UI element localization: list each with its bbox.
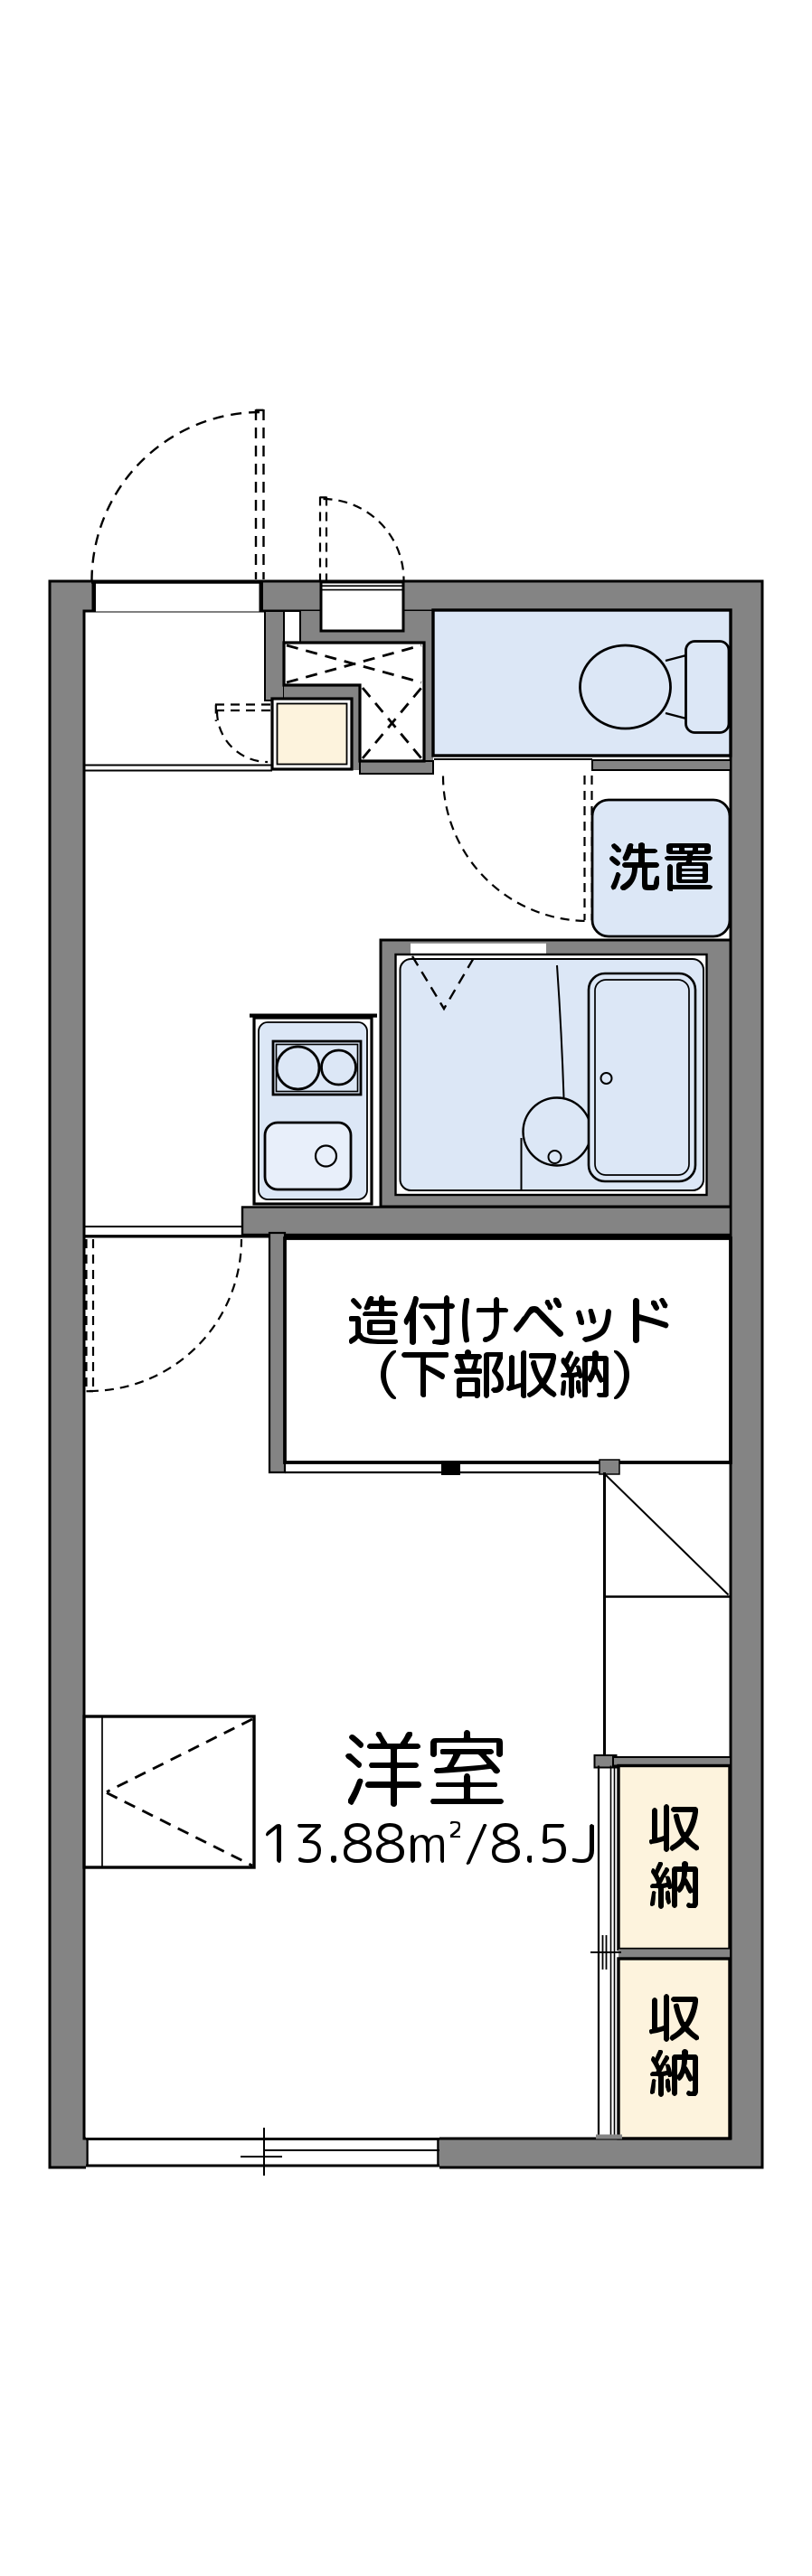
stove-icon	[271, 1039, 363, 1096]
entrance-jamb-left	[91, 581, 96, 612]
toilet-wall-stub	[591, 759, 732, 771]
room-area-label	[266, 1821, 594, 1865]
window-left-box	[82, 1715, 256, 1869]
storage-divider	[618, 1949, 730, 1959]
shoe-cabinet	[270, 697, 354, 771]
bed-wall-strip	[268, 1231, 287, 1474]
entrance-door-swing	[90, 409, 265, 580]
storage-bottom-box	[617, 1957, 732, 2140]
storage-top-box	[617, 1763, 732, 1951]
bed-label-line2	[381, 1349, 629, 1399]
utility-recess	[319, 580, 405, 633]
storage-sliding-doors	[590, 1765, 622, 2139]
laundry-label	[609, 842, 713, 891]
pipe-space-closet	[282, 641, 426, 763]
bed-label-line1	[349, 1295, 669, 1345]
entrance-opening	[94, 583, 260, 612]
shoe-cabinet-door-swing	[214, 703, 270, 764]
closet-tall	[603, 1472, 731, 1754]
bathtub-icon	[587, 972, 697, 1183]
window-bottom	[86, 2128, 439, 2176]
entrance-jamb-right	[259, 581, 263, 612]
room-door-swing	[85, 1238, 243, 1393]
room-name-label	[345, 1730, 504, 1807]
recess-door-swing	[318, 496, 405, 580]
laundry-pan	[590, 798, 732, 938]
toilet-icon	[579, 640, 731, 734]
storage-top-label	[649, 1804, 699, 1909]
entrance-doorway	[91, 581, 263, 612]
sink-icon	[263, 1121, 353, 1191]
bathroom-doorway	[411, 943, 546, 955]
bathroom-door-swing	[411, 955, 477, 1011]
washroom-door-swing	[441, 776, 593, 923]
interior-wall-middle	[84, 1206, 732, 1238]
bed-front-edge	[285, 1459, 620, 1475]
bath-washing-area	[520, 964, 592, 1189]
storage-bottom-label	[649, 1994, 699, 2097]
wall-notch	[283, 610, 301, 644]
entrance-step	[84, 764, 272, 772]
built-in-bed	[283, 1236, 732, 1464]
